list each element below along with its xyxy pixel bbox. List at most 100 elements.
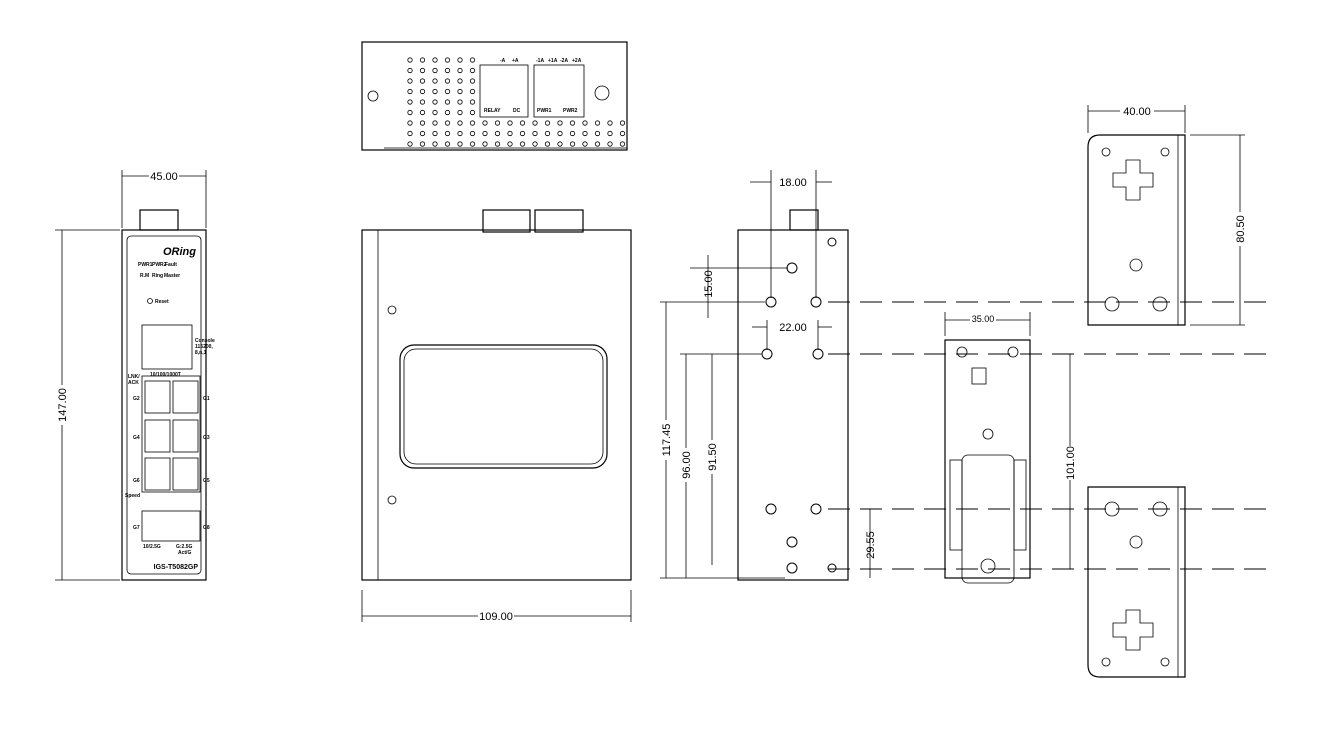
vent-hole (469, 88, 476, 95)
sfp-act-label: Act/G (178, 550, 191, 556)
dim-height-91: 91.50 (707, 443, 719, 471)
vent-hole (407, 67, 413, 74)
rear-view: 18.00 15.00 22.00 117.45 96.00 91.50 29.… (660, 170, 877, 581)
vent-hole (407, 109, 413, 116)
vent-hole (432, 120, 438, 126)
dim-height-29: 29.55 (865, 531, 877, 559)
front-view: ORing PWR1 PWR2 Fault R.M Ring Master Re… (55, 170, 215, 581)
wall-mount-bracket-bottom (1087, 486, 1186, 678)
vent-hole (594, 130, 601, 137)
terminal-label: +1A (548, 58, 558, 64)
port-label: G4 (133, 435, 140, 441)
vent-hole (419, 130, 426, 137)
port-label: G1 (203, 396, 210, 402)
dim-front-height: 147.00 (57, 388, 69, 422)
vent-hole (457, 67, 463, 74)
speed-label: Speed (125, 493, 140, 499)
vent-hole (407, 78, 413, 84)
vent-hole (469, 67, 476, 74)
vent-hole (457, 120, 463, 126)
vent-hole (457, 99, 463, 105)
port-label: G8 (203, 525, 210, 531)
vent-hole (519, 130, 526, 137)
vent-hole (469, 57, 476, 63)
terminal-label: -2A (560, 58, 568, 64)
sfp-port-block (141, 510, 201, 542)
vent-hole (457, 109, 463, 116)
dim-side-depth: 109.00 (479, 611, 513, 623)
vent-hole (482, 130, 488, 137)
vent-hole (419, 78, 426, 84)
sfp-right-label: G:2.5G (176, 544, 193, 550)
vent-hole (432, 57, 438, 63)
vent-hole (419, 109, 426, 116)
vent-hole (457, 130, 463, 137)
vent-hole (407, 141, 413, 147)
top-view: -A +A -1A +1A -2A +2A RELAY DC PWR1 PWR2 (361, 41, 628, 151)
vent-hole (469, 141, 476, 147)
vent-hole (444, 109, 451, 116)
model-label: IGS-T5082GP (154, 564, 199, 571)
vent-hole (407, 130, 413, 137)
dim-bracket-width: 40.00 (1123, 106, 1151, 118)
led-label: R.M (140, 273, 149, 279)
dc-label: DC (513, 108, 521, 114)
vent-hole (519, 141, 526, 147)
vent-hole (482, 120, 488, 126)
vent-hole (444, 141, 451, 147)
vent-hole (419, 99, 426, 105)
reset-button[interactable] (147, 298, 153, 304)
vent-hole (482, 141, 488, 147)
vent-hole (494, 141, 501, 147)
vent-hole (444, 67, 451, 74)
vent-hole (432, 99, 438, 105)
vent-hole (407, 99, 413, 105)
console-baud: 115200, (195, 344, 213, 350)
vent-hole (532, 141, 538, 147)
vent-hole (457, 141, 463, 147)
dim-front-width: 45.00 (150, 171, 178, 183)
vent-hole (594, 141, 601, 147)
vent-hole (494, 130, 501, 137)
led-label: Fault (165, 262, 177, 268)
vent-hole (557, 141, 563, 147)
vent-hole (494, 120, 501, 126)
vent-hole (594, 120, 601, 126)
din-clip-view: 35.00 101.00 (944, 312, 1078, 584)
terminal-label: -1A (536, 58, 544, 64)
vent-hole (619, 120, 626, 126)
console-label: Console (195, 338, 215, 344)
vent-hole (607, 120, 613, 126)
vent-hole (519, 120, 526, 126)
dim-hole-spacing-mid: 22.00 (779, 322, 807, 334)
vent-hole (444, 88, 451, 95)
pwr2-label: PWR2 (563, 108, 578, 114)
vent-hole (557, 130, 563, 137)
vent-hole (469, 120, 476, 126)
reset-label: Reset (155, 299, 169, 305)
led-label: PWR1 (138, 262, 153, 268)
vent-hole (507, 120, 513, 126)
vent-hole (557, 120, 563, 126)
terminal-block (479, 64, 529, 118)
vent-hole (582, 130, 588, 137)
dim-hole-spacing-top: 18.00 (779, 177, 807, 189)
vent-hole (607, 141, 613, 147)
port-label: G5 (203, 478, 210, 484)
ack-label: ACK (128, 380, 139, 386)
terminal-label: +A (512, 58, 519, 64)
rj45-port-block (141, 375, 201, 493)
vent-hole (444, 78, 451, 84)
vent-hole (419, 141, 426, 147)
led-label: Ring (152, 273, 163, 279)
vent-hole (569, 130, 576, 137)
vent-hole (457, 57, 463, 63)
vent-hole (544, 130, 551, 137)
console-format: 8,n,1 (195, 350, 207, 356)
vent-hole (432, 67, 438, 74)
dim-hole-offset-top: 15.00 (703, 270, 715, 298)
vent-hole (619, 141, 626, 147)
vent-hole (532, 120, 538, 126)
vent-hole (469, 78, 476, 84)
